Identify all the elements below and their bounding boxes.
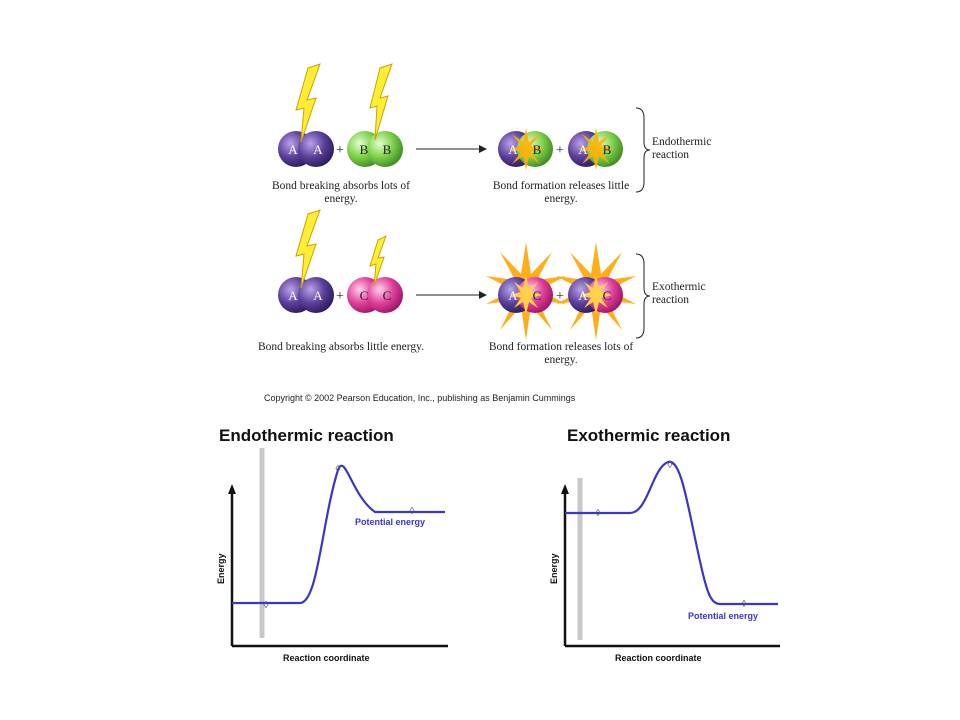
bracket-label-endothermic: Endothermic reaction [652, 136, 712, 161]
row2-molecule-ac: A C [486, 242, 566, 340]
copyright-notice: Copyright © 2002 Pearson Education, Inc.… [264, 393, 576, 403]
row2-molecule-ac: A C [556, 242, 636, 340]
atom-label: A [508, 288, 518, 303]
lightning-bolt-icon [295, 209, 321, 289]
graph-title-endothermic: Endothermic reaction [219, 426, 394, 445]
atom-label: A [288, 142, 298, 157]
row2-molecule-aa: A A [278, 277, 334, 313]
energy-curve [232, 464, 445, 605]
axis-arrowhead [561, 484, 569, 494]
x-axis-label: Reaction coordinate [615, 653, 702, 663]
bond-energy-diagram: A A + B B A B + A B A A + C C [278, 63, 651, 340]
x-axis-label: Reaction coordinate [283, 653, 370, 663]
atom-label: A [313, 288, 323, 303]
atom-label: A [313, 142, 323, 157]
marker-icon: ◊ [742, 599, 747, 610]
plus-sign: + [336, 143, 344, 158]
row1-molecule-aa: A A [278, 131, 334, 167]
energy-curve [565, 460, 778, 606]
lightning-bolt-icon [369, 63, 393, 141]
atom-label: A [578, 142, 588, 157]
curve-label-exothermic: Potential energy [688, 611, 759, 621]
row1-molecule-ab: A B [498, 128, 553, 170]
graph-title-exothermic: Exothermic reaction [567, 426, 731, 445]
row1-molecule-bb: B B [347, 131, 403, 167]
marker-icon: ◊ [336, 464, 341, 475]
atom-label: B [603, 142, 612, 157]
caption-bond-formation: Bond formation releases little energy. [492, 180, 630, 205]
lightning-bolt-icon [369, 234, 387, 287]
bracket [635, 253, 651, 339]
marker-icon: ◊ [410, 506, 415, 517]
atom-label: A [508, 142, 518, 157]
atom-label: C [383, 288, 392, 303]
plus-sign: + [556, 289, 564, 304]
axis-arrowhead [228, 484, 236, 494]
caption-bond-formation: Bond formation releases lots of energy. [488, 341, 634, 366]
plus-sign: + [556, 143, 564, 158]
spark-icon [508, 128, 544, 170]
caption-bond-breaking: Bond breaking absorbs lots of energy. [272, 180, 410, 205]
atom-label: B [533, 142, 542, 157]
marker-icon: ◊ [668, 460, 673, 471]
caption-bond-breaking: Bond breaking absorbs little energy. [257, 341, 425, 353]
curve-label-endothermic: Potential energy [355, 517, 426, 527]
marker-icon: ◊ [264, 600, 269, 611]
atom-label: C [360, 288, 369, 303]
atom-label: A [578, 288, 588, 303]
bracket-label-exothermic: Exothermic reaction [652, 281, 706, 306]
lightning-bolt-icon [295, 63, 321, 143]
plus-sign: + [336, 289, 344, 304]
row1-molecule-ab: A B [568, 128, 623, 170]
atom-label: C [603, 288, 612, 303]
y-axis-label: Energy [216, 553, 226, 584]
atom-label: A [288, 288, 298, 303]
marker-icon: ◊ [596, 508, 601, 519]
spark-icon [578, 128, 614, 170]
bracket [635, 107, 651, 193]
atom-label: B [360, 142, 369, 157]
atom-label: B [383, 142, 392, 157]
y-axis-label: Energy [549, 553, 559, 584]
atom-label: C [533, 288, 542, 303]
energy-graphs: ◊ ◊ ◊ ◊ ◊ ◊ [228, 448, 780, 648]
